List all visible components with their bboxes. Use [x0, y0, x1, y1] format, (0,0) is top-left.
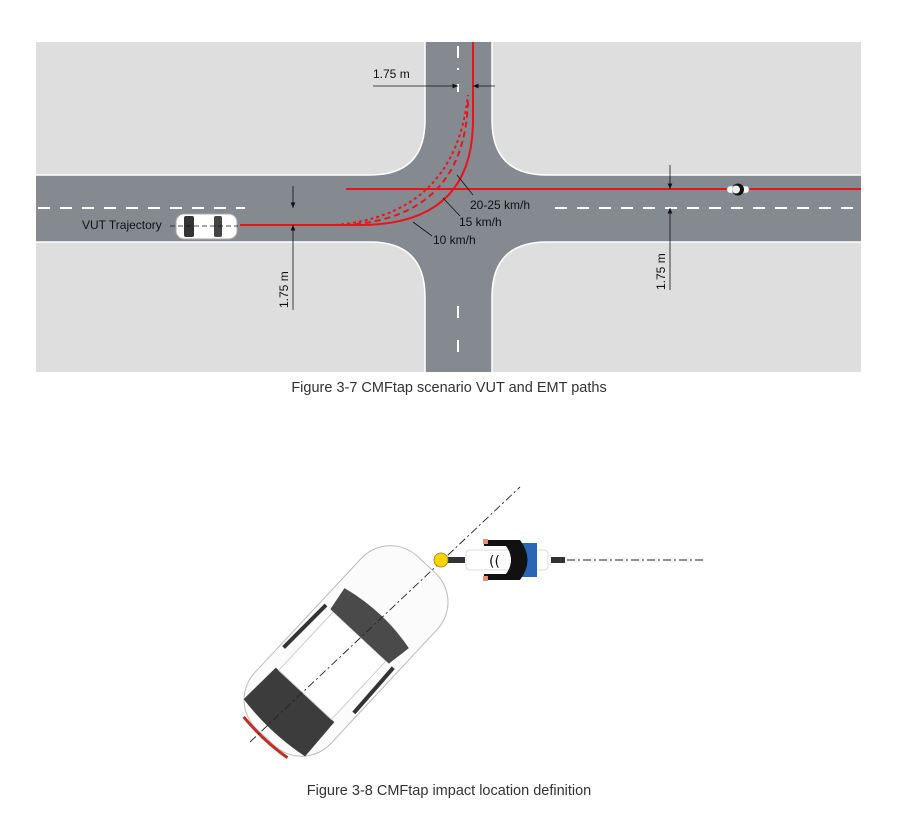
path-10kmh	[240, 42, 474, 226]
path-15kmh	[344, 99, 469, 226]
emt-motorcycle-icon	[726, 183, 750, 196]
vut-car-icon	[170, 213, 238, 240]
vut-trajectory-label: VUT Trajectory	[82, 218, 162, 232]
vut-paths	[240, 42, 861, 226]
dimension-label-right: 1.75 m	[654, 253, 668, 290]
speed-label-20-25: 20-25 km/h	[470, 198, 530, 212]
figure-caption-3-7: Figure 3-7 CMFtap scenario VUT and EMT p…	[291, 380, 607, 396]
vut-centerline	[249, 486, 521, 743]
intersection-diagram: 1.75 m VUT Trajectory 20-25 km/h 15 km/h…	[36, 42, 861, 372]
svg-text:((: ((	[489, 554, 500, 570]
emt-rider-icon: ((	[465, 539, 549, 581]
speed-label-10: 10 km/h	[433, 233, 476, 247]
dimension-label-left: 1.75 m	[277, 271, 291, 308]
path-20-25kmh	[334, 94, 469, 226]
impact-location-diagram: ((	[242, 486, 705, 759]
speed-label-15: 15 km/h	[459, 215, 502, 229]
front-wheel	[448, 557, 465, 563]
figure-caption-3-8: Figure 3-8 CMFtap impact location defini…	[306, 783, 592, 799]
rear-wheel	[551, 557, 565, 563]
impact-point-marker	[433, 552, 449, 568]
lane-markings	[38, 46, 861, 358]
dimension-label-top: 1.75 m	[373, 67, 410, 81]
dimension-lines	[290, 83, 673, 310]
road-edges	[36, 42, 861, 372]
